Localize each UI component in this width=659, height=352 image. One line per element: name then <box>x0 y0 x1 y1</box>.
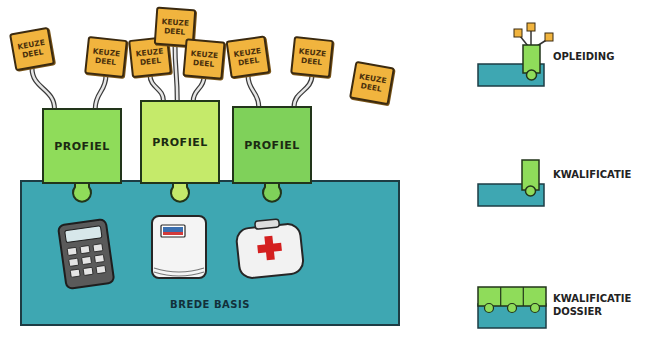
profiel-block: PROFIEL <box>42 108 122 184</box>
keuzedeel-tag: KEUZE DEEL <box>349 61 395 105</box>
node-label: KEUZE DEEL <box>15 37 50 60</box>
node-label: KEUZE DEEL <box>133 46 167 67</box>
node-label: KEUZE DEEL <box>89 46 123 67</box>
node-label: PROFIEL <box>54 140 110 153</box>
legend-kwalificatie-symbol <box>478 160 544 206</box>
legend-label: KWALIFICATIE <box>553 168 653 181</box>
keuzedeel-tag: KEUZE DEEL <box>182 38 225 79</box>
stalk-connector <box>294 75 312 107</box>
node-label: KEUZE DEEL <box>295 46 329 67</box>
stalk-connector <box>175 44 177 101</box>
node-label: PROFIEL <box>244 139 300 152</box>
keuzedeel-tag: KEUZE DEEL <box>290 36 334 78</box>
node-label: KEUZE DEEL <box>355 71 390 94</box>
stalk-connector <box>150 75 164 101</box>
node-label: KEUZE DEEL <box>187 49 220 70</box>
profiel-block: PROFIEL <box>140 100 220 184</box>
legend-opleiding-symbol <box>478 23 553 86</box>
legend-dossier-symbol <box>478 287 546 328</box>
node-label: KEUZE DEEL <box>158 17 191 37</box>
keuzedeel-tag: KEUZE DEEL <box>84 36 128 78</box>
keuzedeel-tag: KEUZE DEEL <box>226 35 271 78</box>
book-icon <box>152 216 206 278</box>
node-label: PROFIEL <box>152 136 208 149</box>
calculator-icon <box>58 219 114 289</box>
stalk-connector <box>32 68 54 109</box>
profiel-block: PROFIEL <box>232 106 312 184</box>
legend-label: OPLEIDING <box>553 50 653 63</box>
keuzedeel-tag: KEUZE DEEL <box>9 27 55 71</box>
legend-label: KWALIFICATIE DOSSIER <box>553 292 637 318</box>
stalk-connector <box>248 76 259 107</box>
stalk-connector <box>95 75 106 109</box>
node-label: KEUZE DEEL <box>231 46 265 68</box>
stalk-connector <box>193 77 204 101</box>
node-label: BREDE BASIS <box>170 299 250 310</box>
